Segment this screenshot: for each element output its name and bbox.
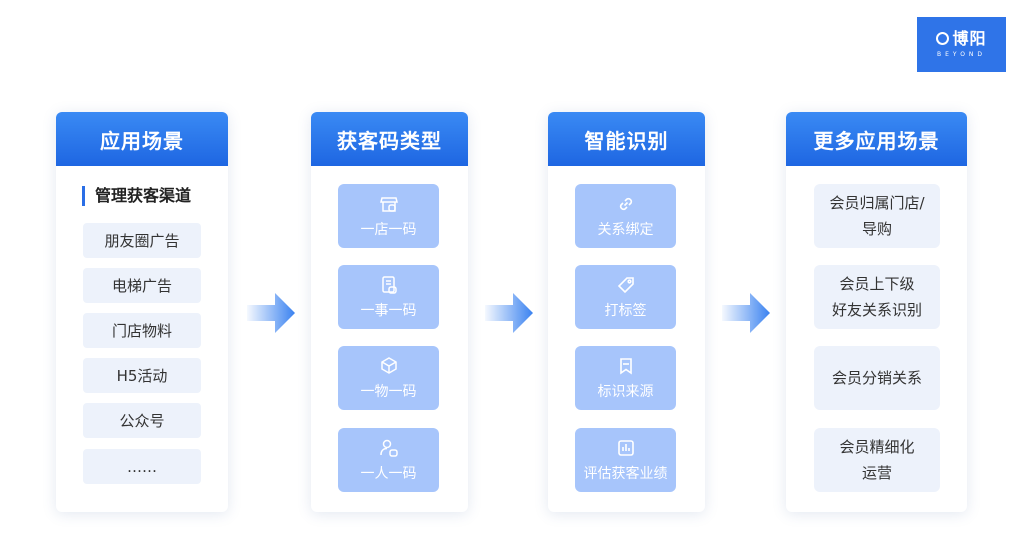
scenario-item: …… xyxy=(83,449,201,484)
code-type-tile: 一人一码 xyxy=(338,428,439,492)
tile-label: 标识来源 xyxy=(597,383,654,400)
logo-brand-text: 博阳 xyxy=(952,29,987,48)
more-scenario-item: 会员精细化运营 xyxy=(814,428,940,492)
subheading: 管理获客渠道 xyxy=(82,186,191,206)
identification-tile: 关系绑定 xyxy=(575,184,676,248)
scenario-item: 门店物料 xyxy=(83,313,201,348)
flow-arrow-icon xyxy=(247,293,295,333)
document-icon xyxy=(381,275,397,294)
logo-mark-icon xyxy=(936,32,950,45)
item-line: 导购 xyxy=(861,220,892,238)
card-title: 智能识别 xyxy=(548,112,705,166)
tile-label: 一人一码 xyxy=(360,465,417,482)
beyond-logo: 博阳 BEYOND xyxy=(917,17,1006,72)
bookmark-icon xyxy=(619,357,632,375)
card-more-scenarios: 更多应用场景 会员归属门店/导购 会员上下级好友关系识别 会员分销关系 会员精细… xyxy=(786,112,967,512)
scenario-item: 朋友圈广告 xyxy=(83,223,201,258)
logo-sub-text: BEYOND xyxy=(936,51,987,58)
card-title: 应用场景 xyxy=(56,112,228,166)
store-icon xyxy=(379,196,398,212)
flow-arrow-icon xyxy=(485,293,533,333)
code-type-tile: 一物一码 xyxy=(338,346,439,410)
tile-label: 评估获客业绩 xyxy=(583,465,668,482)
more-scenario-item: 会员归属门店/导购 xyxy=(814,184,940,248)
item-line: 会员归属门店/ xyxy=(829,194,925,212)
tile-label: 打标签 xyxy=(604,302,647,319)
item-line: 运营 xyxy=(861,464,892,482)
tile-label: 关系绑定 xyxy=(597,221,654,238)
identification-tile: 标识来源 xyxy=(575,346,676,410)
flow-arrow-icon xyxy=(722,293,770,333)
item-line: 会员上下级 xyxy=(839,275,915,293)
scenario-item: H5活动 xyxy=(83,358,201,393)
card-title: 更多应用场景 xyxy=(786,112,967,166)
identification-tile: 打标签 xyxy=(575,265,676,329)
code-type-tile: 一店一码 xyxy=(338,184,439,248)
box-icon xyxy=(380,356,397,374)
tag-icon xyxy=(617,276,634,293)
code-type-tile: 一事一码 xyxy=(338,265,439,329)
more-scenario-item: 会员分销关系 xyxy=(814,346,940,410)
tile-label: 一物一码 xyxy=(360,383,417,400)
more-scenario-item: 会员上下级好友关系识别 xyxy=(814,265,940,329)
card-code-types: 获客码类型 一店一码 一事一码 一物一码 一人一码 xyxy=(311,112,468,512)
scenario-item: 电梯广告 xyxy=(83,268,201,303)
tile-label: 一店一码 xyxy=(360,221,417,238)
link-icon xyxy=(619,197,632,210)
person-icon xyxy=(379,439,398,457)
identification-tile: 评估获客业绩 xyxy=(575,428,676,492)
card-smart-identification: 智能识别 关系绑定 打标签 标识来源 评估获客业绩 xyxy=(548,112,705,512)
item-line: 会员精细化 xyxy=(839,438,915,456)
bar-chart-icon xyxy=(617,439,634,456)
item-line: 会员分销关系 xyxy=(831,369,922,387)
card-title: 获客码类型 xyxy=(311,112,468,166)
card-application-scenarios: 应用场景 管理获客渠道 朋友圈广告 电梯广告 门店物料 H5活动 公众号 …… xyxy=(56,112,228,512)
item-line: 好友关系识别 xyxy=(831,301,922,319)
tile-label: 一事一码 xyxy=(360,302,417,319)
scenario-item: 公众号 xyxy=(83,403,201,438)
